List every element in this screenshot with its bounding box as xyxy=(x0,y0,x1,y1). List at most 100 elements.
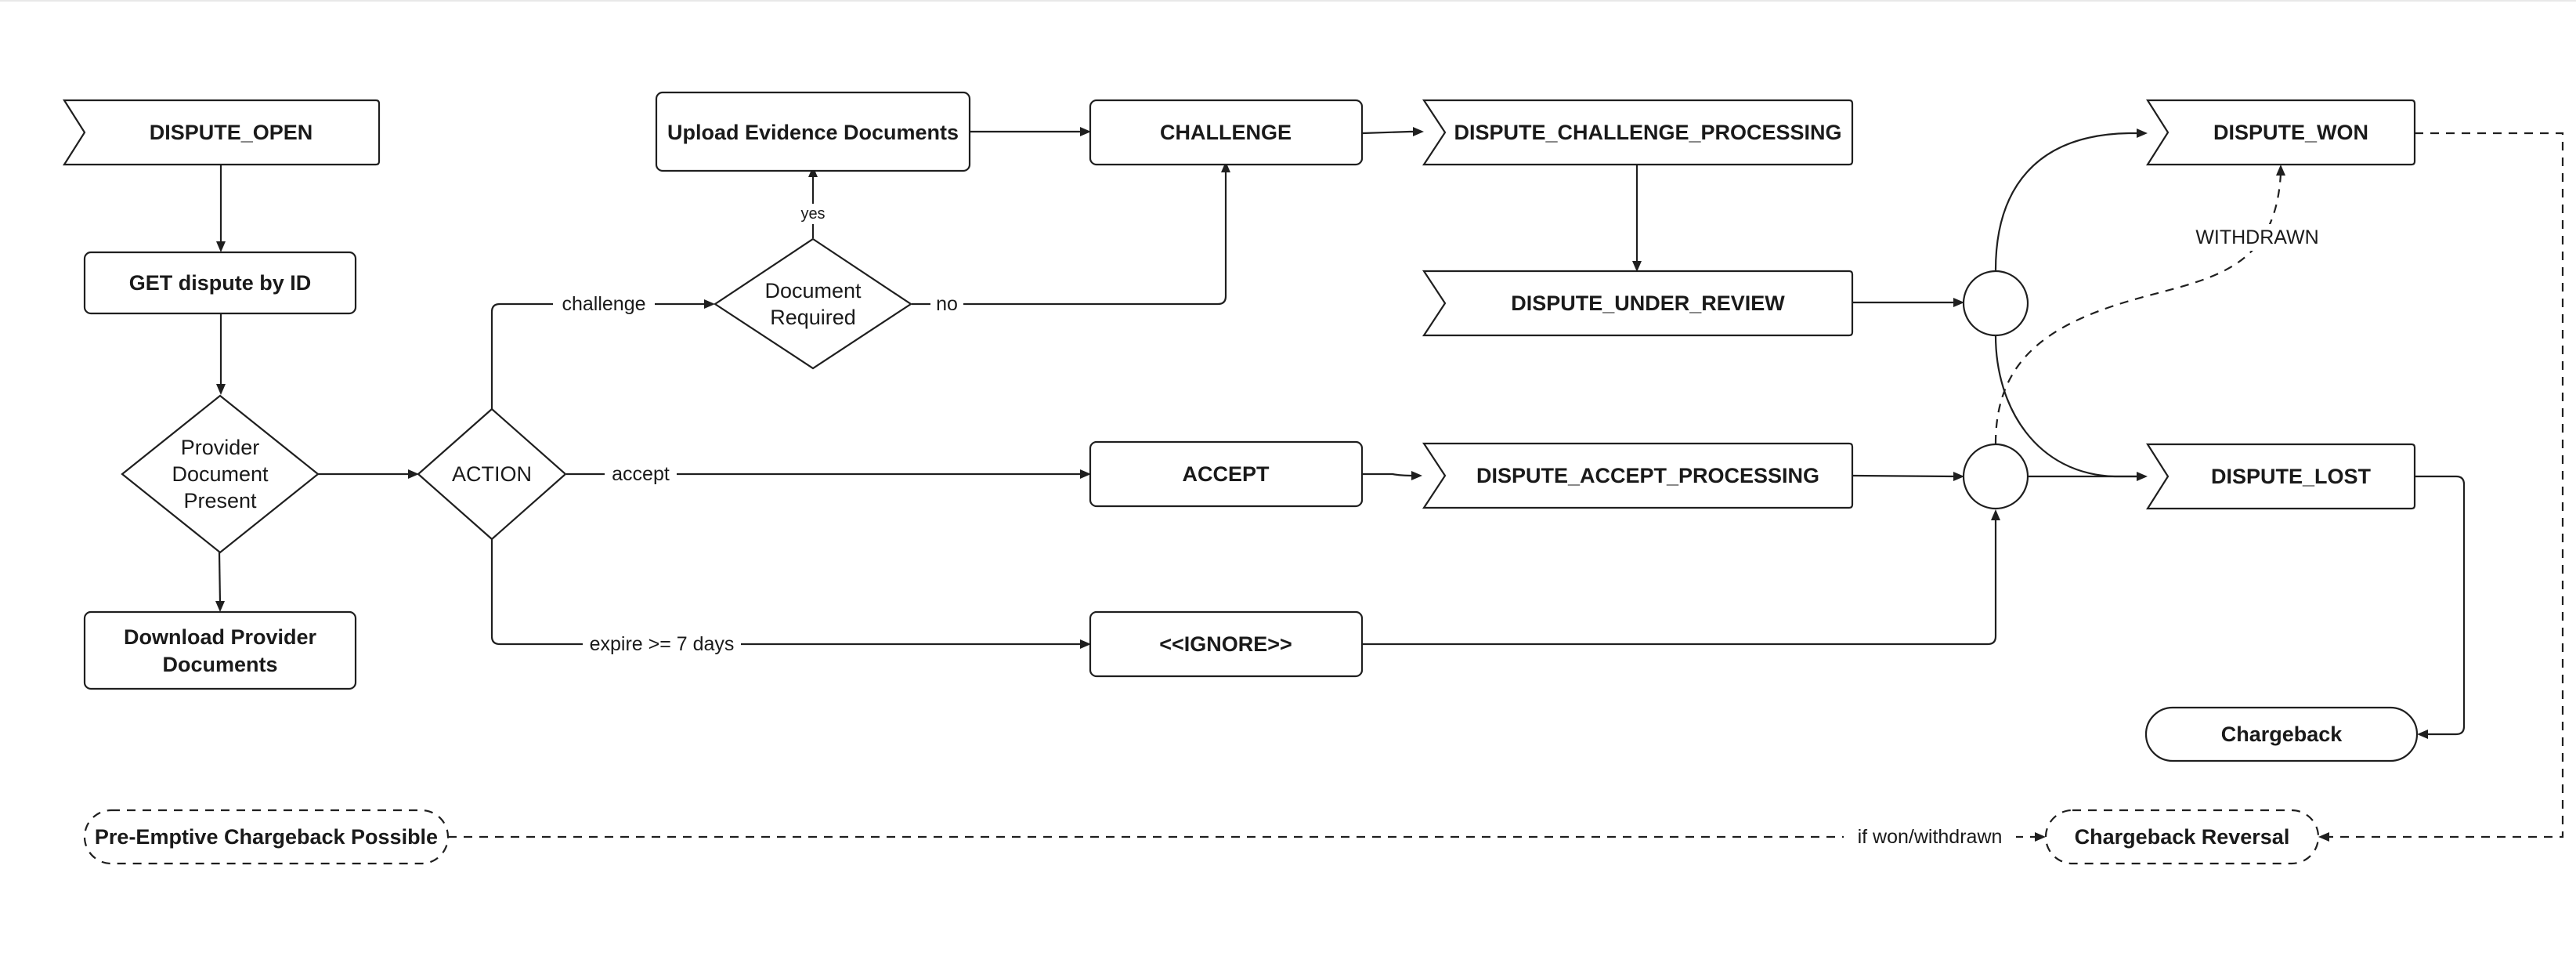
edge-challenge-to-processing xyxy=(1362,130,1416,135)
nodes: DISPUTE_OPEN GET dispute by ID Provider … xyxy=(62,91,2419,865)
arrowhead xyxy=(1953,298,1964,307)
arrowheads xyxy=(215,127,2428,842)
node-action: ACTION xyxy=(417,407,567,541)
edge-action-challenge xyxy=(490,302,707,409)
node-label-line: Document xyxy=(764,279,862,302)
arrowhead xyxy=(1221,161,1230,172)
arrowhead xyxy=(1632,261,1642,272)
node-label: GET dispute by ID xyxy=(129,271,312,295)
label-bg xyxy=(2193,224,2321,251)
flag-shape xyxy=(1422,99,1854,166)
terminal-pill xyxy=(83,809,450,865)
process-box xyxy=(1089,99,1364,166)
flag-shape xyxy=(62,99,381,166)
node-label: Upload Evidence Documents xyxy=(667,121,959,144)
flag-shape xyxy=(1422,442,1854,509)
edge-ignore-to-circle xyxy=(1363,517,1997,646)
node-provider-doc-present: Provider Document Present xyxy=(121,394,320,554)
node-label: DISPUTE_WON xyxy=(2213,121,2368,144)
node-document-required: Document Required xyxy=(714,237,912,370)
arrowhead xyxy=(1413,127,1424,136)
edge-lost-to-chargeback xyxy=(2415,475,2466,736)
arrowhead xyxy=(215,601,225,612)
edge-withdrawn xyxy=(1994,173,2282,444)
arrowhead xyxy=(2137,129,2148,138)
arrowhead xyxy=(1953,472,1964,481)
process-box xyxy=(655,91,971,172)
arrowhead xyxy=(2417,730,2428,739)
decision-diamond xyxy=(121,394,320,554)
process-box xyxy=(1089,610,1364,678)
node-label: DISPUTE_UNDER_REVIEW xyxy=(1511,292,1785,315)
edge-provider-to-download xyxy=(218,552,222,604)
label-bg xyxy=(1844,824,2016,849)
process-box xyxy=(1089,440,1364,508)
node-dispute-accept-processing: DISPUTE_ACCEPT_PROCESSING xyxy=(1422,442,1854,509)
node-pre-emptive-chargeback: Pre-Emptive Chargeback Possible xyxy=(83,809,450,865)
edge-label-accept: accept xyxy=(612,463,670,485)
flag-shape xyxy=(1422,270,1854,337)
node-label: CHALLENGE xyxy=(1160,121,1292,144)
edge-label-yes: yes xyxy=(800,205,825,223)
top-border xyxy=(0,0,2576,2)
node-chargeback: Chargeback xyxy=(2144,706,2419,762)
node-label-line: Present xyxy=(183,489,257,512)
flag-shape xyxy=(2145,99,2416,166)
label-bg xyxy=(583,632,741,657)
edge-docreq-no xyxy=(912,169,1227,306)
label-bg xyxy=(930,292,963,317)
process-box xyxy=(83,610,357,690)
junction-circle-review xyxy=(1962,270,2029,337)
node-label: Pre-Emptive Chargeback Possible xyxy=(95,825,438,849)
node-dispute-under-review: DISPUTE_UNDER_REVIEW xyxy=(1422,270,1854,337)
node-dispute-lost: DISPUTE_LOST xyxy=(2145,443,2416,510)
node-label: DISPUTE_OPEN xyxy=(150,121,313,144)
edge-circle-to-won xyxy=(1994,132,2140,271)
node-label: Chargeback Reversal xyxy=(2075,825,2290,849)
arrowhead xyxy=(704,299,715,309)
edge-circle-to-lost xyxy=(1994,335,2140,478)
node-label: DISPUTE_ACCEPT_PROCESSING xyxy=(1476,464,1819,487)
arrowhead xyxy=(216,384,226,395)
node-label-line: Document xyxy=(172,462,269,486)
arrowhead xyxy=(216,241,226,252)
edge-accept-to-processing xyxy=(1363,473,1415,477)
arrowhead xyxy=(1411,471,1422,480)
node-label-line: Download Provider xyxy=(124,625,317,649)
edge-label-no: no xyxy=(936,293,958,315)
decision-diamond xyxy=(417,407,567,541)
node-label: ACTION xyxy=(452,462,532,486)
edge-label-withdrawn: WITHDRAWN xyxy=(2195,226,2318,248)
process-box xyxy=(83,251,357,315)
node-label: DISPUTE_CHALLENGE_PROCESSING xyxy=(1454,121,1841,144)
arrowhead xyxy=(1080,469,1091,479)
node-label: Chargeback xyxy=(2221,722,2343,746)
node-challenge: CHALLENGE xyxy=(1089,99,1364,166)
terminal-pill xyxy=(2144,706,2419,762)
label-bg xyxy=(797,204,829,224)
label-bg xyxy=(553,292,655,317)
edge-action-expire xyxy=(490,539,1083,646)
node-label: DISPUTE_LOST xyxy=(2211,465,2372,488)
edge-labels: challenge accept expire >= 7 days yes no… xyxy=(553,204,2321,849)
arrowhead xyxy=(2035,832,2046,842)
node-dispute-won: DISPUTE_WON xyxy=(2145,99,2416,166)
label-bg xyxy=(605,462,677,487)
node-ignore: <<IGNORE>> xyxy=(1089,610,1364,678)
node-upload-evidence: Upload Evidence Documents xyxy=(655,91,971,172)
node-get-dispute: GET dispute by ID xyxy=(83,251,357,315)
decision-diamond xyxy=(714,237,912,370)
node-label: ACCEPT xyxy=(1182,462,1270,486)
node-download-docs: Download Provider Documents xyxy=(83,610,357,690)
terminal-pill xyxy=(2044,809,2320,865)
arrowhead xyxy=(2276,165,2285,176)
node-label: <<IGNORE>> xyxy=(1159,632,1292,656)
flag-shape xyxy=(2145,443,2416,510)
edge-label-challenge: challenge xyxy=(562,293,645,315)
node-accept: ACCEPT xyxy=(1089,440,1364,508)
node-label-line: Required xyxy=(770,306,856,329)
node-dispute-challenge-processing: DISPUTE_CHALLENGE_PROCESSING xyxy=(1422,99,1854,166)
arrowhead xyxy=(1991,509,2000,520)
